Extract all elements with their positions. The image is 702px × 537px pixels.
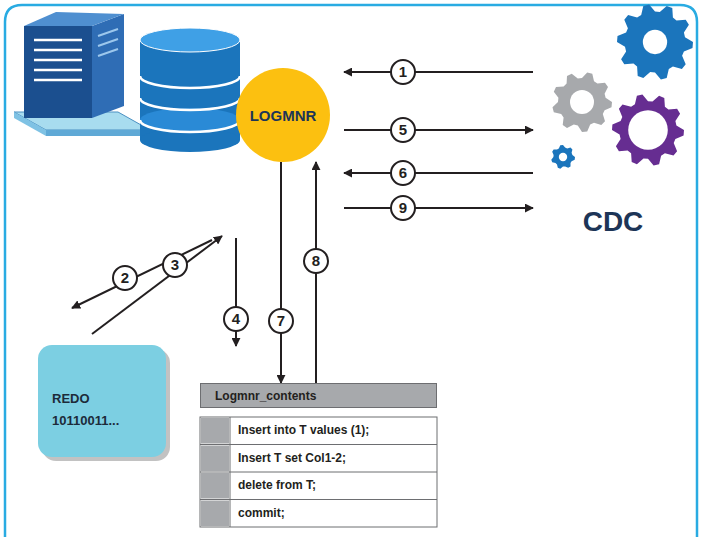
- table-cell: delete from T;: [238, 478, 316, 492]
- callout-number: 5: [390, 117, 416, 143]
- node-text: CDC: [583, 206, 644, 238]
- table-cell: Insert T set Col1-2;: [238, 451, 346, 465]
- callout-number: 4: [223, 306, 249, 332]
- callout-number: 2: [112, 265, 138, 291]
- callout-number: 9: [390, 195, 416, 221]
- flow-arrow: [344, 71, 533, 73]
- cdc-engine: CDC: [533, 10, 693, 238]
- flow-arrow: [72, 236, 236, 346]
- table-cell: Insert into T values (1);: [238, 423, 369, 437]
- table-grid: [200, 417, 437, 527]
- process-circle: LOGMNR: [236, 68, 330, 162]
- server-icon: [14, 12, 150, 136]
- callout-number: 6: [390, 160, 416, 186]
- callout-number: 3: [162, 252, 188, 278]
- flow-arrow: [344, 207, 533, 209]
- redo-log-box: REDO 10110011...: [38, 345, 166, 457]
- callout-number: 8: [303, 248, 329, 274]
- table-cell: commit;: [238, 506, 285, 520]
- node-text: LOGMNR: [250, 107, 317, 124]
- node-text: Logmnr_contents: [215, 389, 316, 403]
- flow-arrow: [344, 172, 533, 174]
- frame: [5, 5, 697, 537]
- callout-number: 1: [390, 59, 416, 85]
- table-header: Logmnr_contents: [200, 383, 437, 408]
- database-icon: [140, 28, 240, 152]
- flow-arrow: [280, 162, 282, 383]
- gears-icon: [551, 5, 693, 169]
- node-text: REDO 10110011...: [52, 388, 144, 432]
- flow-arrow: [344, 129, 533, 131]
- callout-number: 7: [268, 308, 294, 334]
